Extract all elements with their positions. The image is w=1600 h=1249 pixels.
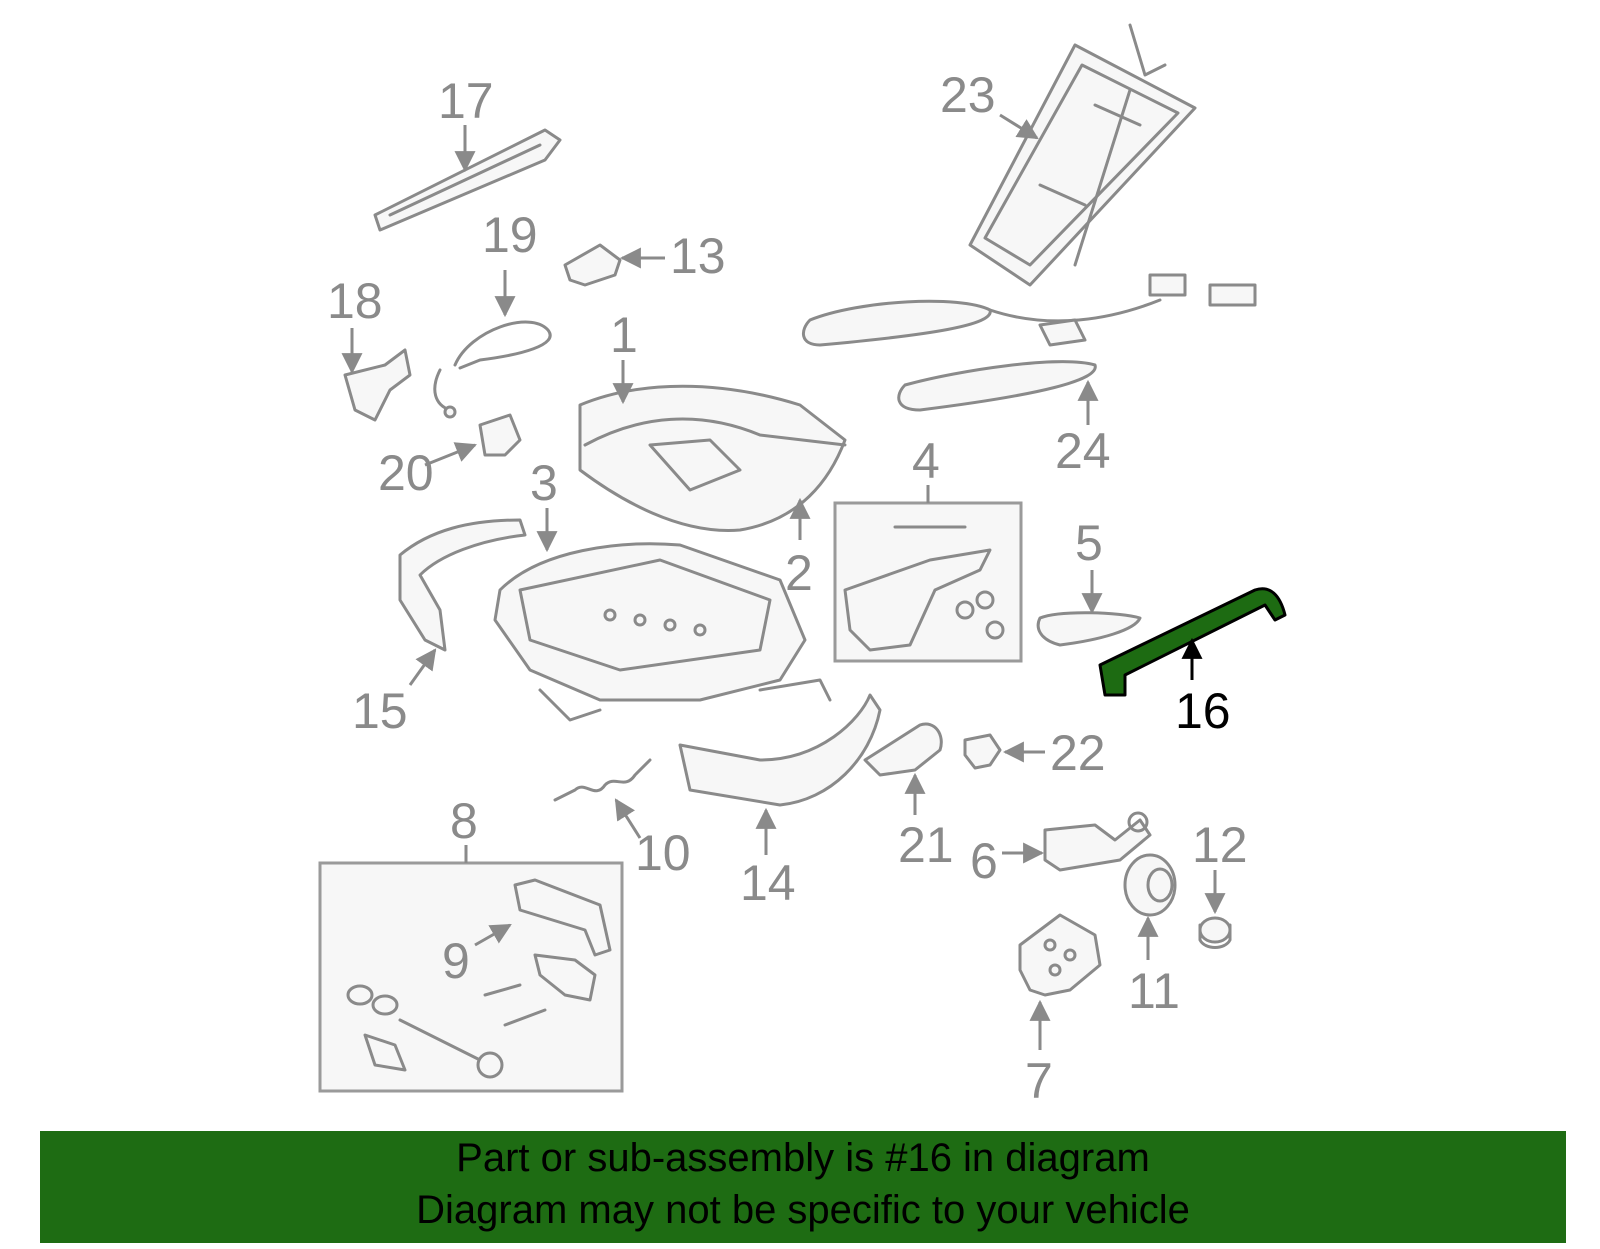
part-11-gear[interactable] [1123,853,1177,917]
callout-13: 13 [670,228,726,284]
arrow-9 [474,923,512,947]
callout-10: 10 [635,825,691,881]
part-7-motor-bracket[interactable] [1018,913,1102,997]
part-22-clip[interactable] [963,733,1002,770]
callout-17: 17 [438,73,494,129]
callout-23: 23 [940,67,996,123]
part-19-cable[interactable] [433,320,552,419]
part-4-recliner-assembly[interactable] [843,525,1005,652]
part-17-trim-strip[interactable] [373,128,562,232]
callout-2: 2 [785,545,813,601]
arrow-20 [424,442,477,467]
part-14-side-cover[interactable] [678,693,882,807]
part-12-bushing[interactable] [1198,916,1232,949]
callout-6: 6 [970,833,998,889]
callout-21: 21 [898,817,954,873]
part-10-spring[interactable] [553,758,652,802]
banner-line-2: Diagram may not be specific to your vehi… [416,1188,1190,1232]
banner-line-1: Part or sub-assembly is #16 in diagram [456,1136,1150,1180]
part-16-highlighted-trim[interactable] [1098,587,1287,697]
info-banner: Part or sub-assembly is #16 in diagram D… [40,1131,1566,1243]
callout-20: 20 [378,445,434,501]
arrow-15 [408,648,437,686]
callout-22: 22 [1050,725,1106,781]
callout-15: 15 [352,683,408,739]
callout-24: 24 [1055,423,1111,479]
callout-18: 18 [327,273,383,329]
callout-9: 9 [442,933,470,989]
callout-8: 8 [450,793,478,849]
callout-1: 1 [610,307,638,363]
callout-14: 14 [740,855,796,911]
callout-11: 11 [1128,963,1180,1019]
arrow-10 [614,798,642,839]
part-21-side-shield[interactable] [863,722,943,777]
callout-12: 12 [1192,817,1248,873]
callout-7: 7 [1025,1053,1053,1109]
part-3-seat-frame[interactable] [493,542,832,722]
part-20-connector[interactable] [478,413,522,457]
part-23-backrest-frame[interactable] [968,23,1197,287]
callout-5: 5 [1075,515,1103,571]
part-8-track-assembly[interactable] [346,878,612,1079]
part-6-motor[interactable] [1043,811,1152,872]
part-1-cushion[interactable] [578,384,847,532]
callout-3: 3 [530,455,558,511]
part-13-clip[interactable] [563,243,622,287]
callout-16: 16 [1175,683,1231,739]
callout-4: 4 [912,433,940,489]
part-24-heater-pad[interactable] [801,273,1257,412]
part-5-trim-piece[interactable] [1036,611,1142,647]
part-18-bracket[interactable] [343,348,412,422]
callout-19: 19 [482,207,538,263]
arrow-23 [999,113,1039,140]
part-15-side-trim[interactable] [398,518,527,652]
